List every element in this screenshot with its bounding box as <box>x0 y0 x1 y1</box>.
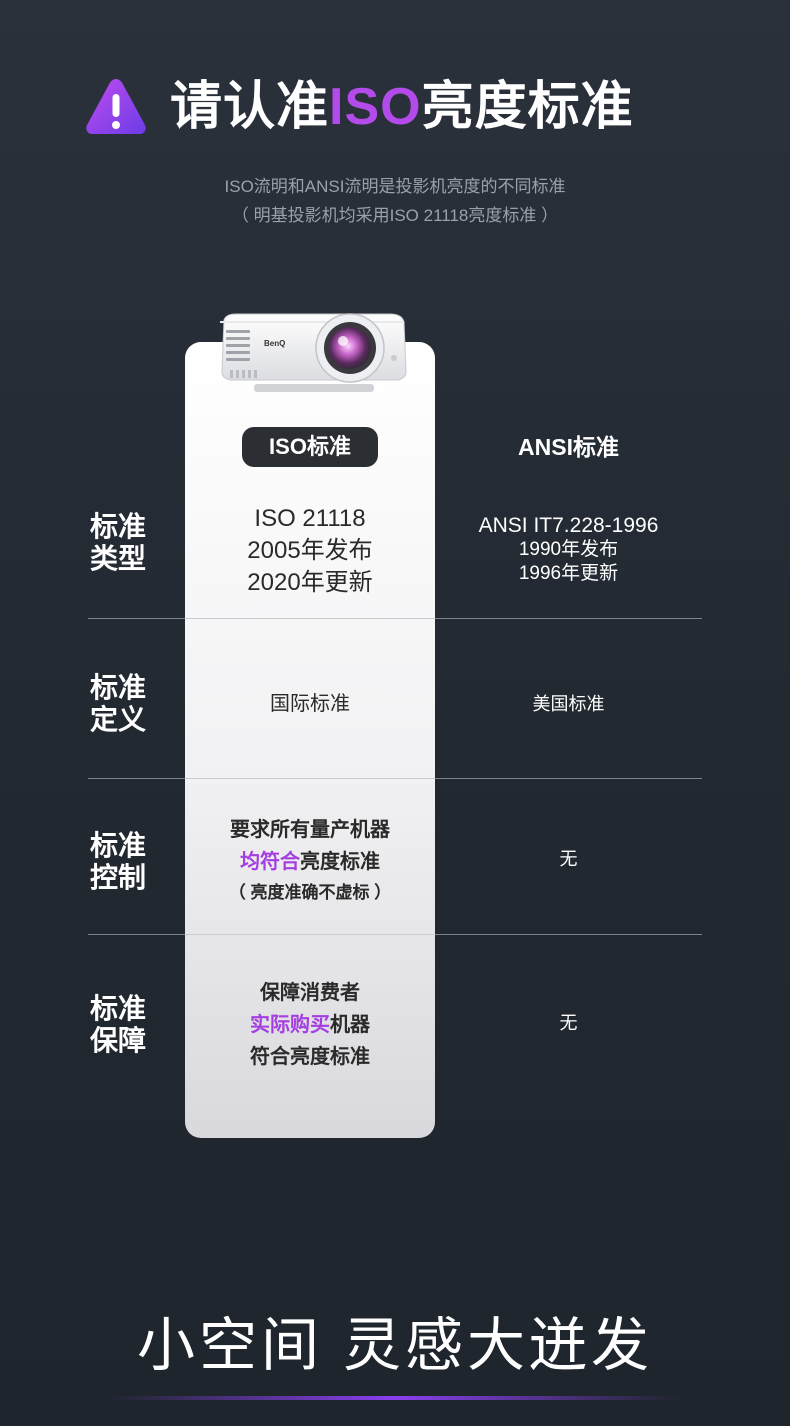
footer-glow-line <box>110 1396 680 1400</box>
title-post: 亮度标准 <box>421 78 634 136</box>
footer-slogan: 小空间 灵感大迸发 <box>136 1313 654 1378</box>
row-divider <box>185 934 435 935</box>
iso-control-cell: 要求所有量产机器 均符合亮度标准 （ 亮度准确不虚标 ） <box>228 819 392 902</box>
iso-guarantee-cell: 保障消费者 实际购买机器 符合亮度标准 <box>250 982 370 1068</box>
row-divider <box>435 934 702 935</box>
ansi-type-cell: ANSI IT7.228-1996 1990年发布 1996年更新 <box>478 514 659 584</box>
row-label-definition: 标准 定义 <box>90 672 147 735</box>
subtitle-line-1: ISO流明和ANSI流明是投影机亮度的不同标准 <box>224 177 566 196</box>
title-pre: 请认准 <box>170 78 330 136</box>
iso-definition-cell: 国际标准 <box>270 693 350 715</box>
page-title: 请认准ISO亮度标准 <box>170 74 634 140</box>
ansi-column-header: ANSI标准 <box>518 434 619 460</box>
row-label-control: 标准 控制 <box>90 830 147 893</box>
row-divider <box>185 618 435 619</box>
title-highlight: ISO <box>329 78 422 136</box>
warning-icon <box>86 79 146 134</box>
subtitle-line-2: （ 明基投影机均采用ISO 21118亮度标准 ） <box>231 206 559 225</box>
projector-image: BenQ <box>220 313 407 392</box>
row-divider <box>435 778 702 779</box>
iso-type-cell: ISO 21118 2005年发布 2020年更新 <box>247 505 373 596</box>
row-divider <box>185 778 435 779</box>
row-divider <box>88 618 185 619</box>
row-divider <box>88 934 185 935</box>
row-divider <box>435 618 702 619</box>
row-divider <box>88 778 185 779</box>
row-label-type: 标准 类型 <box>90 511 147 574</box>
row-label-guarantee: 标准 保障 <box>90 993 147 1056</box>
ansi-control-cell: 无 <box>559 849 578 869</box>
iso-column-header: ISO标准 <box>242 427 378 467</box>
brand-logo: BenQ <box>264 339 285 348</box>
iso-column-panel <box>185 342 435 1138</box>
ansi-definition-cell: 美国标准 <box>532 694 605 714</box>
ansi-guarantee-cell: 无 <box>559 1013 578 1033</box>
